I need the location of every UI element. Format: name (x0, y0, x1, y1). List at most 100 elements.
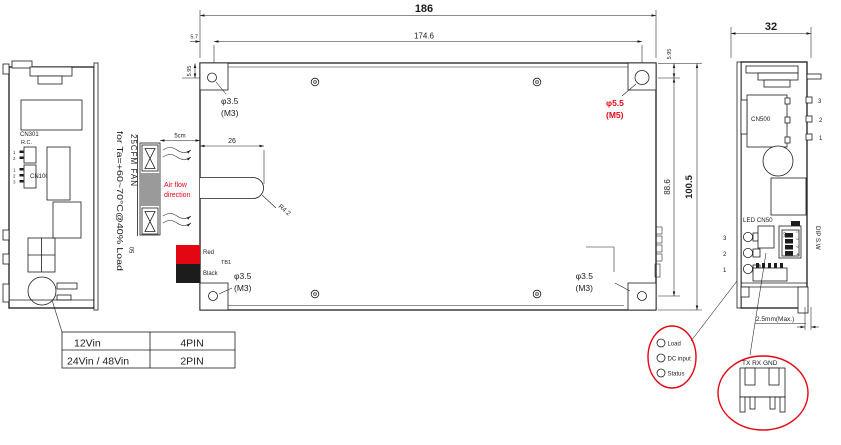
hole-bottom-right (637, 291, 647, 301)
cn100-label: CN100 (30, 174, 49, 180)
cn50-connector (757, 225, 775, 249)
cn50-pin-3: 3 (723, 236, 727, 242)
dim-5-95-right-label: 5.95 (667, 49, 673, 60)
dim-100-5-label: 100.5 (684, 174, 695, 198)
fan-condition-label: for Ta=+60~70°C@40% Load (115, 131, 124, 271)
side-view-left: CN301 R.C. 1 2 1 2 3 CN100 (2, 60, 99, 333)
wire-red-label: Red (203, 250, 214, 256)
hole-top-left-dia: φ3.5 (221, 96, 239, 106)
hole-top-right-dia: φ5.5 (606, 98, 624, 108)
fan-size-label: 50 (130, 246, 136, 253)
dimension-pin-protrusion: 2.5mm(Max.) (755, 307, 819, 330)
hole-bottom-right-dia: φ3.5 (576, 271, 594, 281)
fan-assembly: 25CFM FAN for Ta=+60~70°C@40% Load 50 5c… (115, 131, 201, 271)
table-callout-line (51, 299, 63, 333)
table-cell-pin-1: 4PIN (180, 338, 203, 350)
capacitor (27, 276, 57, 306)
terminal-block-tb1: Red TB1 Black (176, 245, 231, 283)
led-status (656, 368, 666, 378)
dimension-heights: 5.95 88.6 100.5 (658, 49, 702, 311)
bottom-connector (752, 263, 788, 282)
led-status-label: Status (668, 372, 685, 378)
cn50-pin-1: 1 (723, 268, 727, 274)
dimension-width-total: 186 (199, 3, 657, 58)
led-load (656, 338, 666, 348)
table-cell-input-1: 12Vin (74, 338, 101, 350)
dip-switch: ON 1 2 3 4 (778, 221, 802, 259)
wire-red-block (176, 245, 200, 264)
led-2 (743, 247, 754, 258)
mount-tab-top-left: φ3.5 (M3) (199, 62, 239, 118)
cn500-label: CN500 (751, 116, 771, 123)
mount-tab-top-right: φ5.5 (M5) (606, 62, 657, 120)
cn500-connector (746, 94, 788, 148)
side-view-right: 32 CN500 3 2 1 LED CN50 3 2 1 (690, 21, 823, 356)
dim-26-label: 26 (228, 138, 236, 145)
dip-on-label: ON (783, 232, 787, 238)
airflow-arrows (162, 147, 192, 227)
hole-top-right (634, 70, 650, 85)
cover-screws (310, 77, 542, 299)
led-callout: Load DC input Status (647, 325, 697, 389)
uart-callout: TX RX GND (717, 355, 809, 431)
dim-186-label: 186 (415, 3, 433, 15)
transformer-block (20, 99, 83, 131)
fan-icon (144, 148, 156, 169)
dim-32-label: 32 (765, 21, 777, 33)
cn100-connector (23, 164, 37, 189)
cn100-pin-1: 1 (13, 168, 16, 173)
rear-pin (806, 73, 822, 80)
led-load-label: Load (668, 342, 681, 348)
rc-label: R.C. (21, 140, 32, 146)
hole-bottom-right-thread: (M3) (576, 283, 594, 293)
edge-connectors (654, 226, 663, 278)
fan-clearance-label: 5cm (174, 134, 185, 140)
round-component (762, 145, 794, 177)
cn500-pin-3: 3 (818, 99, 822, 105)
dimension-width-inner: 174.6 5.7 (190, 32, 643, 66)
table-cell-input-2: 24Vin / 48Vin (67, 356, 129, 368)
led-1 (743, 263, 754, 274)
led-dc-input-label: DC input (668, 357, 692, 363)
dip-sw-label: DIP S.W (814, 226, 821, 250)
hole-top-right-thread: (M5) (606, 110, 624, 120)
cn301-connector (23, 146, 37, 164)
hole-bottom-left (208, 291, 218, 301)
cn50-pin-2: 2 (723, 252, 727, 258)
uart-callout-line (749, 252, 767, 356)
led-cn50-label: LED CN50 (743, 217, 773, 224)
dim-2-5mm-label: 2.5mm(Max.) (756, 316, 794, 323)
component-grid (27, 237, 56, 273)
cn301-pin-1: 1 (13, 150, 16, 155)
wire-black-block (176, 264, 200, 283)
table-cell-pin-2: 2PIN (180, 356, 203, 368)
fan-spec-label: 25CFM FAN (129, 134, 138, 186)
dip-positions-label: 1 2 3 4 (796, 231, 800, 255)
led-3 (743, 231, 754, 242)
uart-connector (739, 367, 786, 413)
dim-88-6-label: 88.6 (663, 179, 672, 195)
dim-5-95-left-label: 5.95 (187, 66, 193, 77)
cn500-pin-1: 1 (819, 136, 823, 142)
cn301-label: CN301 (20, 132, 39, 138)
dim-5-7-label: 5.7 (190, 35, 198, 41)
airflow-label-1: Air flow (164, 182, 188, 189)
fan-hub (140, 173, 160, 206)
cn100-pin-2: 2 (13, 174, 16, 179)
uart-pins-label: TX RX GND (742, 360, 778, 367)
led-callout-line (690, 280, 738, 342)
cn301-pin-2: 2 (13, 156, 16, 161)
fan-icon (144, 211, 156, 232)
top-view: φ3.5 (M3) φ5.5 (M5) φ3.5 (M3) φ3.5 (M3) (176, 62, 663, 311)
dim-174-6-label: 174.6 (414, 32, 435, 41)
hole-top-left-thread: (M3) (221, 108, 239, 118)
hole-bottom-left-dia: φ3.5 (234, 271, 252, 281)
mount-tab-bottom-right: φ3.5 (M3) (576, 246, 657, 311)
cn100-pin-3: 3 (13, 180, 16, 185)
led-dc-input (656, 353, 666, 363)
mounting-leg (797, 286, 809, 314)
airflow-label-2: direction (164, 192, 191, 199)
wire-black-label: Black (203, 271, 219, 277)
